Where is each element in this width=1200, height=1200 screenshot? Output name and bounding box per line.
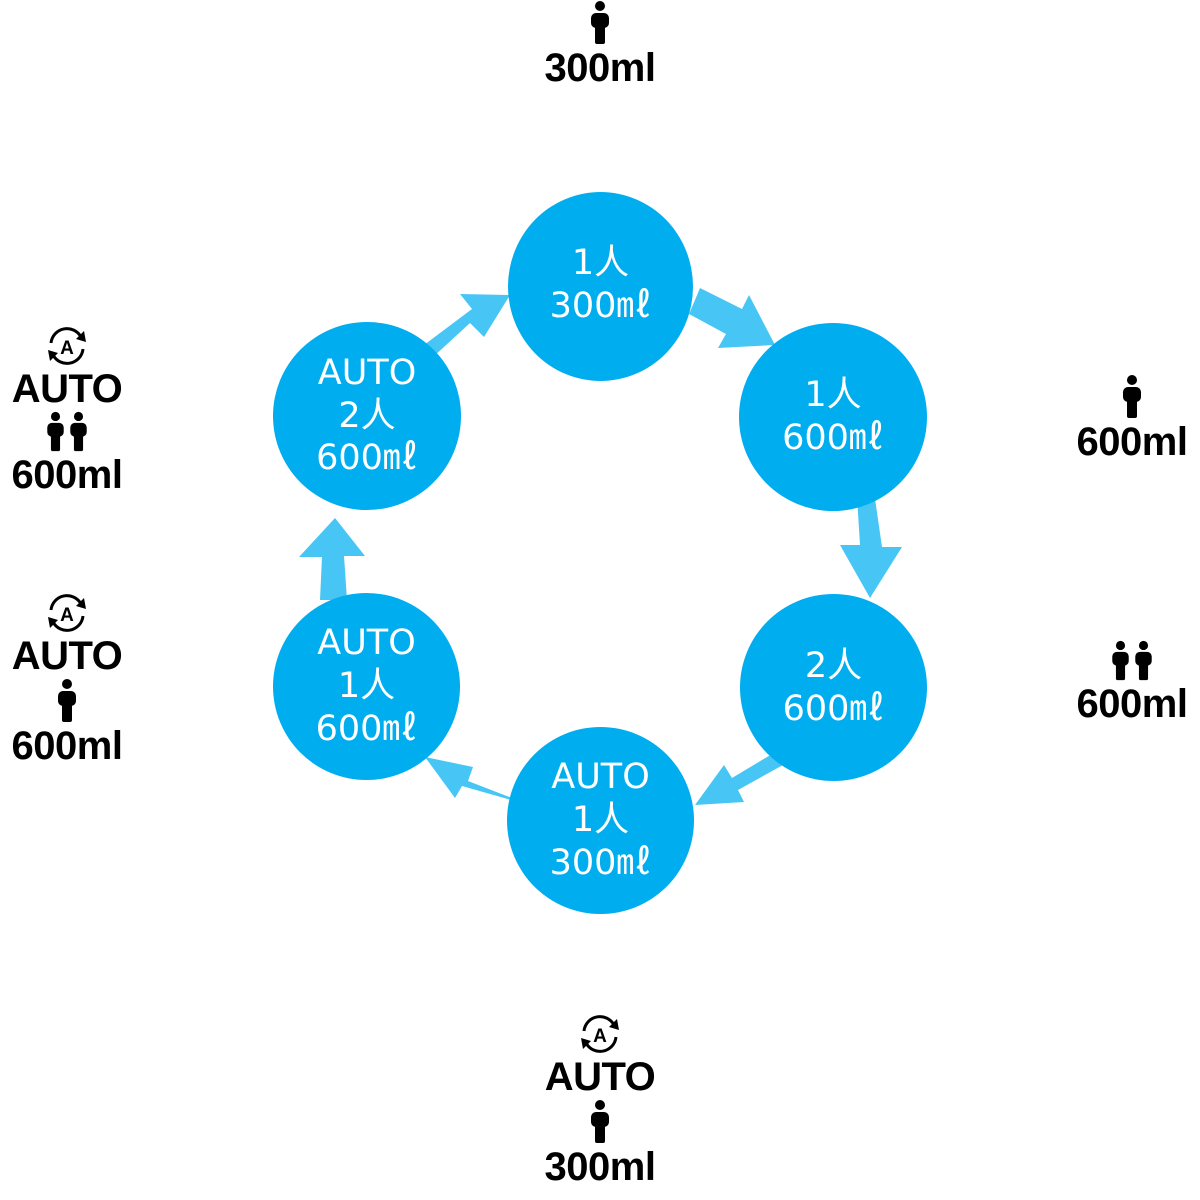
person-icon (1112, 640, 1129, 681)
arrow-step4-to-step5 (425, 757, 518, 812)
label-left-lower-volume: 600ml (11, 724, 123, 768)
auto-cycle-icon: A (48, 327, 86, 365)
svg-text:A: A (593, 1026, 607, 1047)
cycle-step-5: AUTO 1人 600㎖ (273, 593, 460, 780)
label-left-upper: A AUTO 600ml (0, 325, 167, 497)
step-1-line-1: 1人 (571, 242, 630, 283)
person-icon (1135, 640, 1152, 681)
step-2-line-1: 1人 (804, 375, 862, 416)
label-bottom-auto: AUTO (544, 1055, 656, 1099)
arrow-step3-to-step4 (695, 754, 783, 805)
person-icon (1123, 375, 1141, 418)
step-6-line-3: 600㎖ (316, 438, 418, 479)
label-right-lower-volume: 600ml (1076, 682, 1188, 726)
step-5-line-2: 1人 (337, 666, 396, 707)
step-4-line-2: 1人 (571, 800, 630, 841)
person-icon (58, 679, 76, 722)
two-persons-icon (1111, 640, 1153, 682)
step-4-line-1: AUTO (551, 757, 650, 798)
step-4-line-3: 300㎖ (549, 842, 652, 883)
arrow-step1-to-step2 (689, 288, 775, 348)
two-persons-icon (46, 411, 88, 453)
cycle-step-1: 1人 300㎖ (508, 192, 693, 381)
label-bottom-volume: 300ml (544, 1145, 656, 1189)
step-6-line-2: 2人 (338, 395, 396, 436)
label-right-upper: 600ml (1032, 374, 1200, 464)
arrow-step6-to-step1 (420, 294, 510, 358)
person-icon (591, 1100, 609, 1143)
label-top-volume: 300ml (544, 46, 656, 90)
step-6-line-1: AUTO (317, 352, 417, 393)
step-2-line-2: 600㎖ (782, 418, 884, 458)
label-bottom: A AUTO 300ml (500, 1013, 700, 1189)
arrow-step5-to-step6 (299, 518, 365, 600)
cycle-step-6: AUTO 2人 600㎖ (273, 322, 461, 510)
label-left-lower-auto: AUTO (11, 634, 123, 678)
label-top: 300ml (500, 0, 700, 90)
cycle-step-3: 2人 600㎖ (740, 594, 927, 781)
person-icon (591, 1, 609, 44)
step-5-line-3: 600㎖ (315, 708, 418, 749)
svg-text:A: A (60, 605, 74, 626)
label-left-upper-volume: 600ml (11, 453, 123, 497)
person-icon (47, 411, 64, 452)
step-3-line-2: 600㎖ (782, 688, 885, 729)
arrow-step2-to-step3 (840, 478, 902, 598)
label-right-upper-volume: 600ml (1076, 420, 1188, 464)
svg-text:A: A (60, 338, 74, 359)
label-left-lower: A AUTO 600ml (0, 592, 167, 768)
step-5-line-1: AUTO (317, 623, 416, 664)
auto-cycle-icon: A (48, 594, 86, 632)
auto-cycle-icon: A (581, 1015, 619, 1053)
person-icon (70, 411, 87, 452)
cycle-step-4: AUTO 1人 300㎖ (507, 727, 694, 914)
label-right-lower: 600ml (1032, 640, 1200, 726)
step-3-line-1: 2人 (804, 645, 863, 686)
step-1-line-2: 300㎖ (549, 285, 652, 326)
label-left-upper-auto: AUTO (11, 367, 123, 411)
cycle-step-2: 1人 600㎖ (739, 323, 927, 511)
